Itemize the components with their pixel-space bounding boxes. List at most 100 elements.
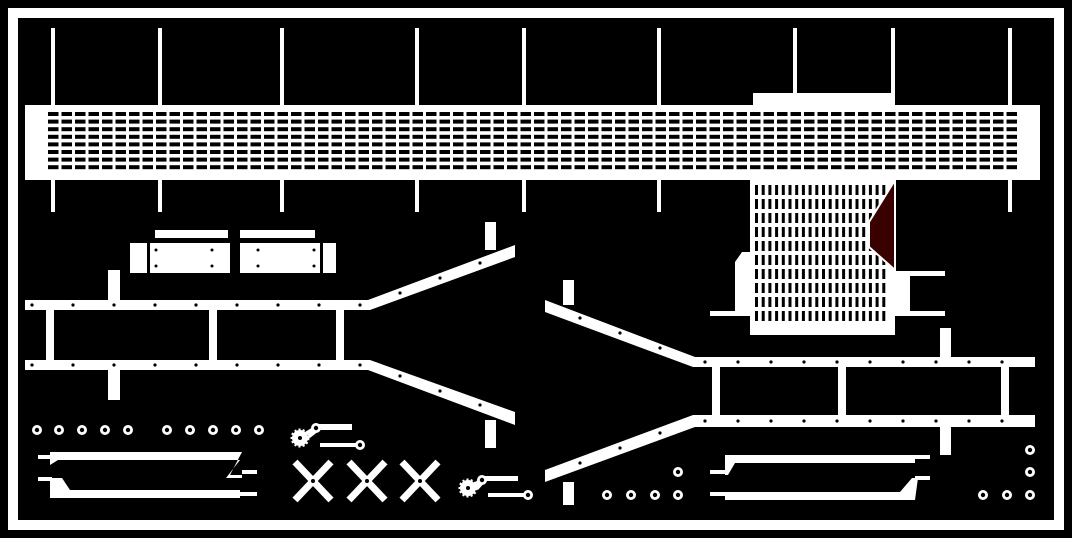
frame-crossmember: [336, 310, 344, 360]
grille-slot: [912, 134, 923, 139]
grille-slot: [453, 157, 464, 162]
grille-slot: [761, 213, 765, 223]
grille-slot: [795, 269, 799, 279]
grille-slot: [183, 157, 194, 162]
grille-slot: [129, 142, 140, 147]
plate-end: [323, 243, 336, 273]
grille-slot: [828, 199, 832, 209]
frame-tab: [485, 420, 496, 448]
grille-slot: [768, 311, 772, 321]
grille-slot: [815, 241, 819, 251]
grille-slot: [736, 150, 747, 154]
grille-slot: [466, 150, 477, 154]
grille-slot: [848, 241, 852, 251]
grille-slot: [817, 119, 828, 124]
grille-slot: [1006, 142, 1017, 147]
grille-slot: [1006, 157, 1017, 162]
grille-slot: [790, 157, 801, 162]
grille-slot: [61, 134, 72, 139]
grille-slot: [88, 134, 99, 139]
grille-slot: [439, 127, 450, 132]
grille-slot: [561, 150, 572, 154]
grille-slot: [858, 142, 869, 147]
grille-slot: [291, 142, 302, 147]
grille-slot: [801, 255, 805, 265]
grille-slot: [102, 157, 113, 162]
rivet-hole: [736, 360, 740, 364]
grille-slot: [304, 134, 315, 139]
grille-slot: [781, 241, 785, 251]
grille-slot: [862, 269, 866, 279]
grille-slot: [250, 134, 261, 139]
grille-slot: [345, 112, 356, 116]
grille-slot: [777, 165, 788, 170]
grille-slot: [493, 112, 504, 116]
grille-slot: [615, 119, 626, 124]
grille-slot: [885, 150, 896, 154]
grille-slot: [304, 150, 315, 154]
grille-slot: [709, 127, 720, 132]
grille-slot: [210, 134, 221, 139]
grille-slot: [88, 142, 99, 147]
grille-slot: [761, 227, 765, 237]
grille-slot: [385, 127, 396, 132]
grille-slot: [831, 134, 842, 139]
rivet-hole: [658, 346, 662, 350]
grille-slot: [882, 269, 886, 279]
grille-slot: [466, 165, 477, 170]
grille-slot: [142, 127, 153, 132]
grille-slot: [183, 112, 194, 116]
rivet-hole: [30, 363, 34, 367]
grille-slot: [750, 142, 761, 147]
grille-slot: [88, 119, 99, 124]
grille-slot: [777, 127, 788, 132]
grille-slot: [412, 134, 423, 139]
grille-slot: [862, 227, 866, 237]
grille-slot: [601, 134, 612, 139]
grille-slot: [304, 142, 315, 147]
grille-slot: [331, 157, 342, 162]
washer-hole: [164, 427, 170, 433]
brace-strip: [50, 452, 242, 478]
grille-slot: [925, 157, 936, 162]
grille-slot: [642, 150, 653, 154]
grille-slot: [507, 127, 518, 132]
grille-slot: [169, 150, 180, 154]
grille-slot: [426, 157, 437, 162]
grille-slot: [898, 134, 909, 139]
grille-slot: [775, 269, 779, 279]
grille-slot: [210, 150, 221, 154]
sprue-attachment: [1008, 28, 1012, 106]
grille-slot: [534, 134, 545, 139]
washer-hole: [79, 427, 85, 433]
grille-slot: [868, 297, 872, 307]
grille-slot: [763, 134, 774, 139]
grille-slot: [871, 157, 882, 162]
grille-slot: [844, 157, 855, 162]
grille-slot: [835, 213, 839, 223]
grille-slot: [466, 142, 477, 147]
grille-slot: [804, 127, 815, 132]
rivet-hole: [256, 248, 260, 252]
grille-slot: [237, 165, 248, 170]
rivet-hole: [210, 264, 214, 268]
grille-slot: [858, 134, 869, 139]
grille-slot: [844, 165, 855, 170]
grille-slot: [868, 311, 872, 321]
grille-slot: [169, 127, 180, 132]
grille-slot: [817, 165, 828, 170]
grille-slot: [264, 165, 275, 170]
grille-slot: [835, 269, 839, 279]
grille-slot: [358, 165, 369, 170]
grille-slot: [966, 112, 977, 116]
grille-slot: [115, 119, 126, 124]
grille-slot: [493, 157, 504, 162]
grille-slot: [669, 112, 680, 116]
grille-slot: [250, 127, 261, 132]
grille-slot: [75, 119, 86, 124]
grille-slot: [817, 127, 828, 132]
grille-slot: [871, 142, 882, 147]
frame-tab: [563, 482, 574, 505]
grille-slot: [196, 112, 207, 116]
grille-slot: [1006, 127, 1017, 132]
